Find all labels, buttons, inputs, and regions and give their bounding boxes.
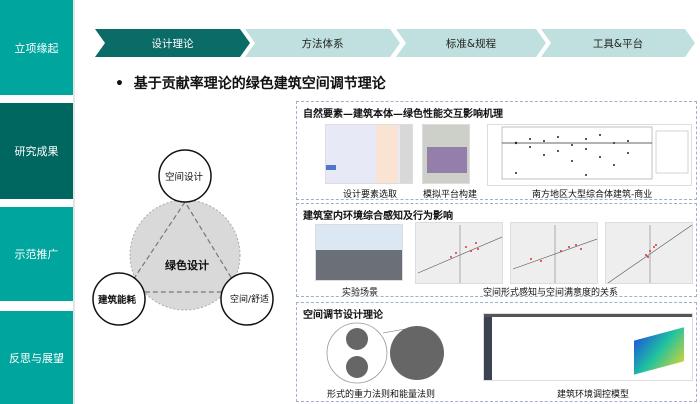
right-circle (220, 272, 274, 326)
experiment-scene-photo (315, 224, 403, 281)
panel-title: 空间调节设计理论 (303, 310, 383, 321)
sidebar-item-origin[interactable]: 立项缘起 (0, 0, 73, 95)
dashed-triangle (123, 200, 242, 293)
regression-chart-a (415, 222, 503, 284)
tab-design-theory[interactable]: 设计理论 (95, 29, 250, 57)
green-design-diagram (92, 149, 274, 326)
sidebar-item-outlook[interactable]: 反思与展望 (0, 311, 73, 404)
tab-tools[interactable]: 工具&平台 (541, 29, 695, 57)
label-green-design: 绿色设计 (165, 259, 209, 272)
environment-control-model-image (483, 313, 693, 381)
panel-title: 建筑室内环境综合感知及行为影响 (303, 211, 453, 222)
gravity-energy-diagram (326, 322, 444, 384)
left-circle (92, 272, 146, 326)
caption: 模拟平台构建 (423, 190, 478, 200)
caption: 南方地区大型综合体建筑-商业 (532, 190, 653, 200)
center-circle (129, 199, 241, 311)
panel-indoor-perception: 建筑室内环境综合感知及行为影响 实验场景 空间形式感知与空间满意度的关系 (296, 203, 697, 298)
sidebar-divider (73, 0, 75, 404)
panel-title: 自然要素—建筑本体—绿色性能交互影响机理 (303, 109, 503, 120)
tab-label: 方法体系 (301, 37, 344, 50)
tab-method-system[interactable]: 方法体系 (245, 29, 400, 57)
caption: 实验场景 (342, 288, 379, 298)
panel-space-regulation: 空间调节设计理论 形式的重力法则和能量法则 建筑环境调控模型 (296, 302, 697, 402)
heading-text: 基于贡献率理论的绿色建筑空间调节理论 (133, 76, 386, 92)
sidebar-item-demo[interactable]: 示范推广 (0, 207, 73, 301)
tab-label: 设计理论 (151, 37, 194, 50)
label-space-design: 空间设计 (165, 172, 204, 183)
caption: 空间形式感知与空间满意度的关系 (483, 288, 619, 298)
label-comfort: 空间/舒适 (230, 295, 270, 305)
sidebar-item-label: 示范推广 (14, 248, 59, 261)
regression-chart-c (605, 222, 693, 284)
tab-label: 标准&规程 (445, 37, 497, 50)
sidebar-item-label: 立项缘起 (14, 41, 59, 55)
label-energy: 建筑能耗 (98, 295, 137, 306)
sidebar-item-label: 研究成果 (14, 145, 59, 158)
regression-chart-b (510, 222, 598, 284)
sidebar-item-label: 反思与展望 (9, 351, 64, 365)
caption: 建筑环境调控模型 (557, 390, 630, 400)
tab-label: 工具&平台 (592, 37, 644, 50)
tab-standards[interactable]: 标准&规程 (396, 29, 546, 57)
scatter-chart-commercial (487, 124, 692, 186)
simulation-platform-image (422, 124, 470, 184)
design-elements-image (325, 124, 413, 184)
top-circle (158, 149, 212, 203)
section-heading: • 基于贡献率理论的绿色建筑空间调节理论 (115, 76, 386, 92)
caption: 形式的重力法则和能量法则 (327, 390, 436, 400)
caption: 设计要素选取 (343, 190, 398, 200)
sidebar-item-results[interactable]: 研究成果 (0, 103, 73, 199)
panel-interaction-mechanism: 自然要素—建筑本体—绿色性能交互影响机理 设计要素选取 模拟平台构建 南方地区大… (296, 101, 697, 200)
